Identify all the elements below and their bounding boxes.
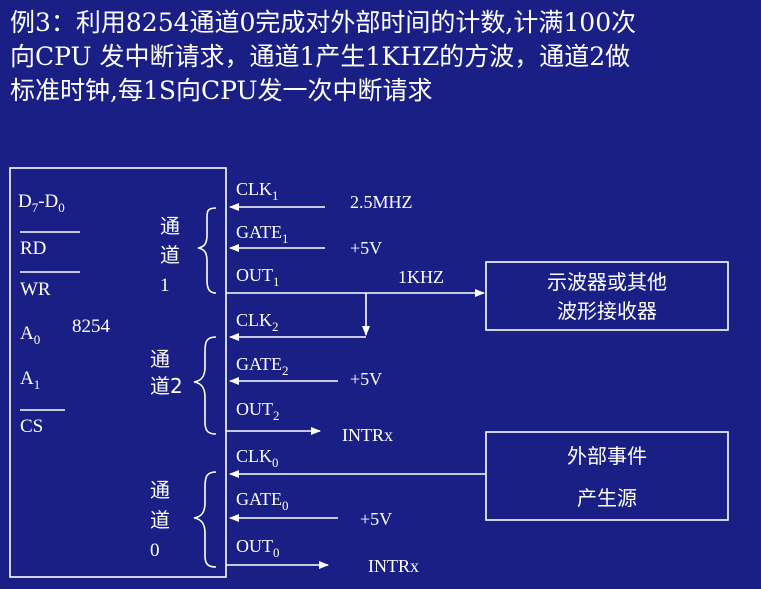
gate1-voltage: +5V [350,238,382,258]
signal-gate2: GATE2 [236,354,289,378]
out0-destination: INTRx [368,556,419,576]
channel1-brace [197,207,217,294]
out2-destination: INTRx [342,425,393,445]
chip-8254-box [9,167,227,578]
chip-name: 8254 [72,316,111,337]
clk1-frequency: 2.5MHZ [350,192,413,212]
channel0-label-3: 0 [150,540,160,561]
channel0-label-2: 道 [150,508,170,532]
title-line-2: 向CPU 发中断请求，通道1产生1KHZ的方波，通道2做 [10,42,631,71]
event-source-box [485,431,729,521]
oscilloscope-label-1: 示波器或其他 [547,270,667,294]
oscilloscope-label-2: 波形接收器 [557,299,657,323]
pin-rd: RD [20,238,46,259]
channel0-brace [193,471,217,568]
pin-wr: WR [20,279,51,300]
out1-frequency: 1KHZ [398,267,444,287]
pin-a1: A1 [20,368,40,392]
signal-gate1: GATE1 [236,222,289,246]
oscilloscope-box [485,261,729,331]
pin-cs: CS [20,416,43,437]
pin-a0: A0 [20,323,40,347]
signal-out2: OUT2 [236,399,280,423]
signal-clk0: CLK0 [236,446,279,470]
signal-out0: OUT0 [236,536,280,560]
channel1-label-3: 1 [160,275,170,296]
pin-data-bus: D7-D0 [18,191,65,215]
signal-gate0: GATE0 [236,489,289,513]
channel2-label-1: 通 [150,347,170,371]
title-line-3: 标准时钟,每1S向CPU发一次中断请求 [10,76,433,105]
title-line-1: 例3：利用8254通道0完成对外部时间的计数,计满100次 [10,8,637,37]
event-source-label-2: 产生源 [577,486,637,510]
signal-clk1: CLK1 [236,179,279,203]
gate0-voltage: +5V [360,509,392,529]
signal-clk2: CLK2 [236,310,279,334]
channel1-label-2: 道 [160,243,180,267]
gate2-voltage: +5V [350,369,382,389]
event-source-label-1: 外部事件 [567,444,647,468]
channel0-label-1: 通 [150,478,170,502]
channel2-label-2: 道2 [150,374,183,398]
signal-out1: OUT1 [236,265,280,289]
page-title: 例3：利用8254通道0完成对外部时间的计数,计满100次 向CPU 发中断请求… [10,6,755,108]
channel2-brace [193,336,217,435]
channel1-label-1: 通 [160,214,180,238]
